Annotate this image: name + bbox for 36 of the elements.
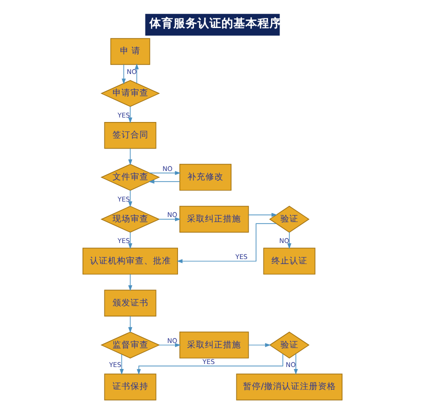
- node-box: 认证机构审查、批准: [82, 248, 178, 275]
- arrow: [158, 217, 181, 222]
- node-box: 颁发证书: [104, 290, 156, 316]
- node-diamond: 现场审查: [100, 206, 160, 233]
- node-box: 暂停/撤消认证注册资格: [236, 374, 342, 400]
- node-box: 终止认证: [263, 248, 316, 275]
- arrow: [128, 190, 132, 208]
- arrow: [136, 353, 284, 375]
- node-diamond: 监督审查: [100, 332, 160, 358]
- arrow: [248, 343, 271, 348]
- arrow: [128, 148, 132, 166]
- node-box: 采取纠正措施: [179, 332, 249, 358]
- arrow: [128, 106, 132, 124]
- node-diamond: 文件审查: [100, 164, 160, 191]
- arrow: [287, 232, 292, 250]
- arrow: [128, 274, 132, 292]
- arrow: [120, 354, 124, 375]
- node-box: 申 请: [110, 38, 150, 65]
- arrow: [134, 63, 139, 84]
- diagram-title: 体育服务认证的基本程序: [150, 16, 282, 30]
- node-diamond: 申请审查: [100, 80, 160, 107]
- node-box: 签订合同: [104, 122, 156, 149]
- arrow: [176, 223, 277, 264]
- arrow: [294, 353, 298, 375]
- arrow: [128, 316, 132, 333]
- arrow: [248, 212, 278, 217]
- node-diamond: 验证: [269, 332, 310, 358]
- arrow: [128, 232, 132, 250]
- node-box: 证书保持: [104, 374, 156, 400]
- node-diamond: 验证: [269, 206, 310, 233]
- node-box: 补充修改: [179, 164, 232, 191]
- arrow: [148, 180, 180, 184]
- node-box: 采取纠正措施: [179, 206, 249, 233]
- arrow: [122, 64, 126, 84]
- arrow: [149, 170, 181, 175]
- arrow: [158, 343, 181, 348]
